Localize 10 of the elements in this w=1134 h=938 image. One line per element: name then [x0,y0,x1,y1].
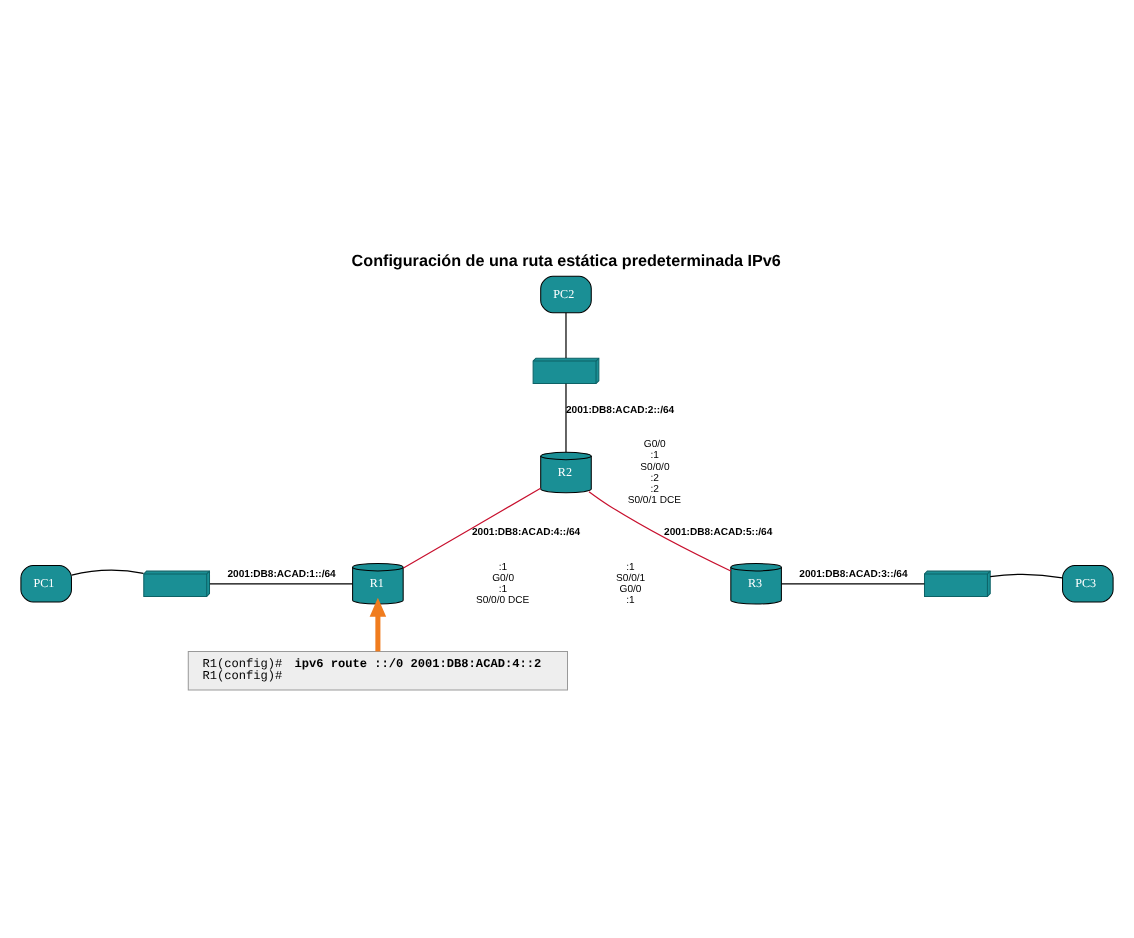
connector [989,572,1063,578]
connector [588,490,732,571]
diagram-title: Configuración de una ruta estática predeterminada IPv6 [351,251,781,270]
connector [209,582,354,584]
arrow [369,596,387,651]
connector [565,382,567,452]
connector [402,486,542,568]
connector [781,582,925,584]
connector [71,568,145,575]
connector [565,311,567,358]
